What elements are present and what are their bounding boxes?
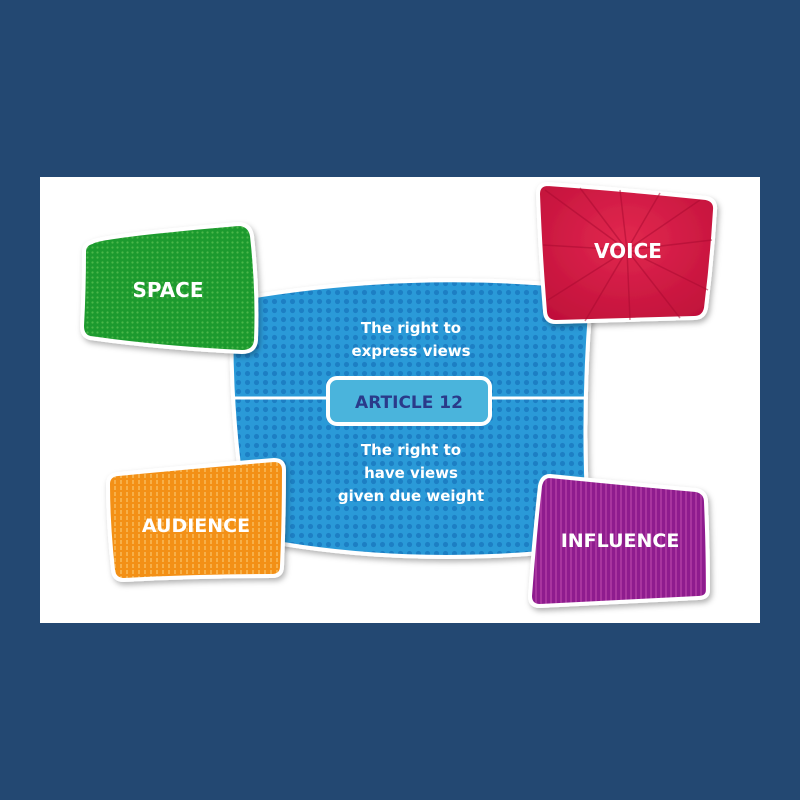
article-12-title: ARTICLE 12 — [355, 393, 463, 413]
top-text-line-2: express views — [351, 342, 470, 360]
space-label: SPACE — [132, 278, 203, 302]
bottom-text-line-1: The right to — [361, 441, 461, 459]
bottom-text-line-3: given due weight — [338, 487, 484, 505]
audience-label: AUDIENCE — [142, 515, 250, 537]
space-box: SPACE — [79, 221, 259, 355]
voice-box: VOICE — [535, 181, 718, 325]
bottom-text-line-2: have views — [364, 464, 458, 482]
voice-label: VOICE — [594, 239, 662, 263]
top-text-line-1: The right to — [361, 319, 461, 337]
audience-box: AUDIENCE — [105, 457, 287, 583]
influence-box: INFLUENCE — [527, 473, 711, 609]
influence-label: INFLUENCE — [561, 530, 680, 552]
article-12-badge — [326, 376, 492, 426]
voice-burst-lines — [542, 187, 713, 322]
